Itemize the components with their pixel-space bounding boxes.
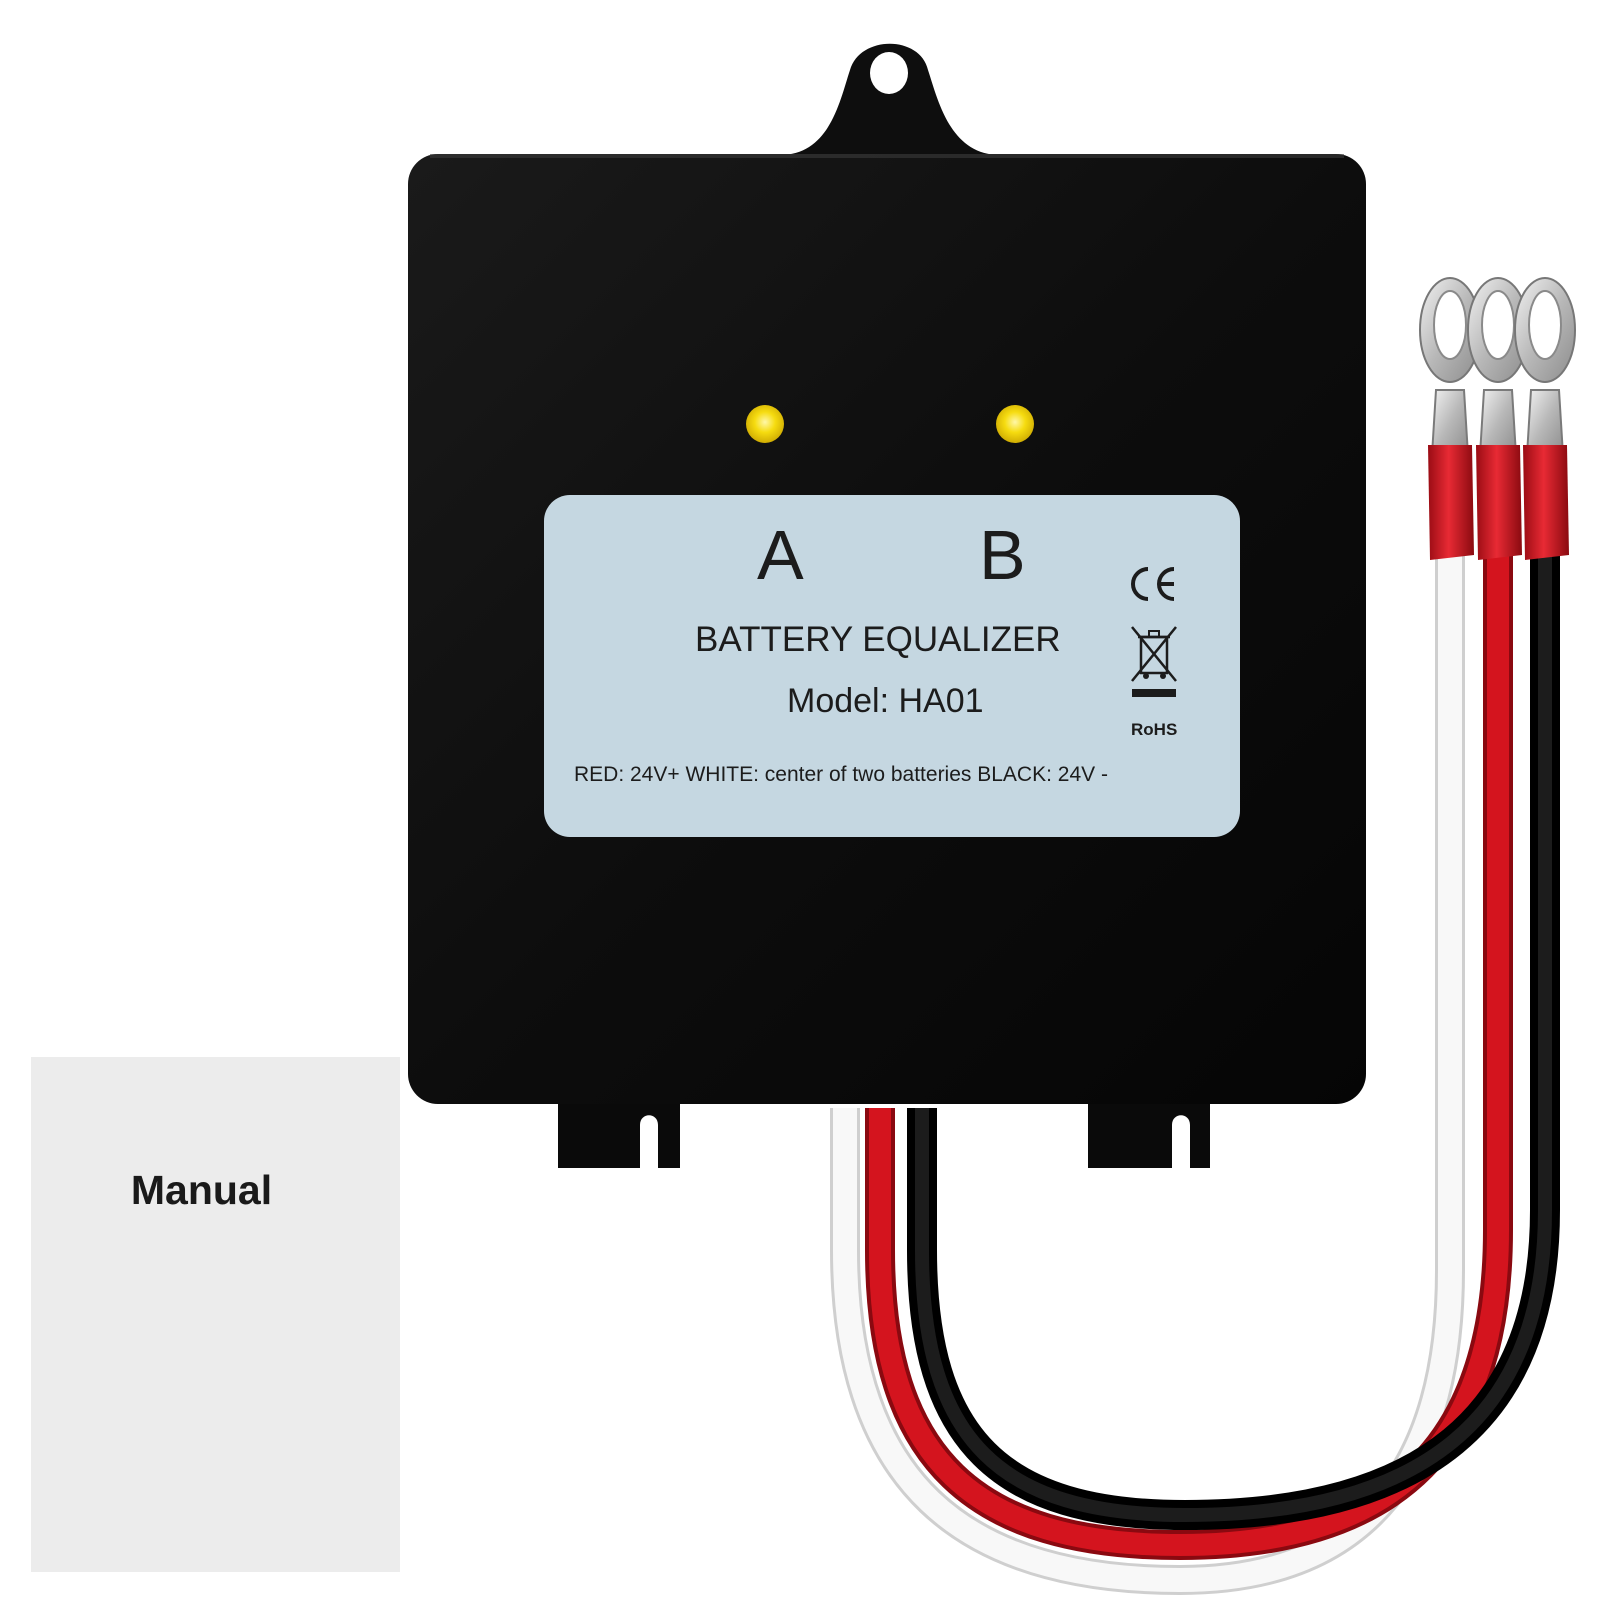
led-indicator-icon (746, 405, 784, 443)
channel-a-label: A (757, 516, 804, 594)
ring-terminal-icon (1419, 277, 1576, 560)
hanging-tab (780, 43, 1000, 155)
manual-card: Manual (31, 1057, 400, 1572)
device-label-panel: A B BATTERY EQUALIZER Model: HA01 RED: 2… (544, 495, 1240, 837)
product-title: BATTERY EQUALIZER (695, 620, 1061, 659)
wire-bundle (830, 530, 1560, 1596)
model-number: Model: HA01 (787, 682, 984, 720)
manual-label: Manual (130, 1167, 273, 1213)
mounting-feet (558, 1100, 1210, 1168)
weee-bin-icon (1131, 626, 1177, 697)
rohs-label: RoHS (1131, 720, 1178, 739)
wiring-instructions: RED: 24V+ WHITE: center of two batteries… (574, 763, 1108, 786)
ce-mark-icon (1131, 567, 1175, 601)
channel-b-label: B (979, 516, 1026, 594)
